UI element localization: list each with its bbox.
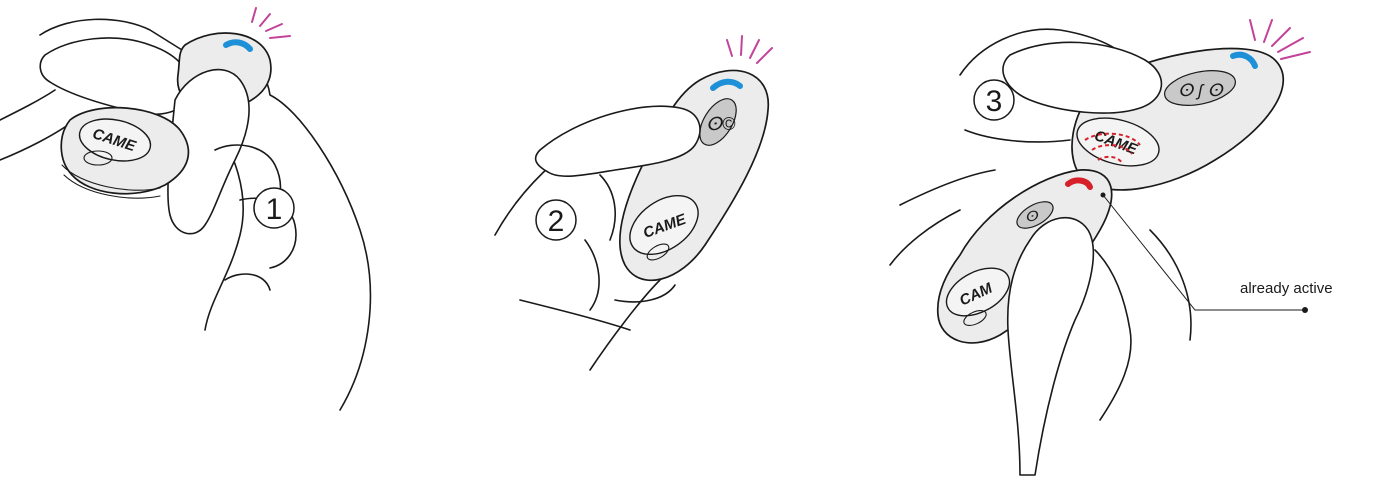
svg-text:ⵙ ʃ ⵙ: ⵙ ʃ ⵙ (1178, 81, 1224, 100)
svg-text:ⵙ: ⵙ (1025, 208, 1039, 224)
callout-label: already active (1240, 280, 1333, 297)
step-number: 2 (548, 205, 565, 238)
callout-dot (1302, 307, 1308, 313)
step-number: 1 (266, 193, 283, 226)
svg-text:ⵙ©: ⵙ© (706, 114, 736, 134)
signal-waves (252, 8, 290, 38)
index-finger (40, 38, 191, 114)
index-finger (1003, 42, 1161, 113)
step-number: 3 (986, 85, 1003, 118)
thumb (1008, 218, 1094, 475)
signal-waves (727, 36, 772, 63)
step-3-illustration: ⵙ ʃ ⵙ CAME ⵙ CAM 3 (890, 20, 1333, 475)
step-1-illustration: CAME 1 (0, 8, 370, 410)
step-2-illustration: ⵙ© CAME 2 (495, 36, 772, 370)
